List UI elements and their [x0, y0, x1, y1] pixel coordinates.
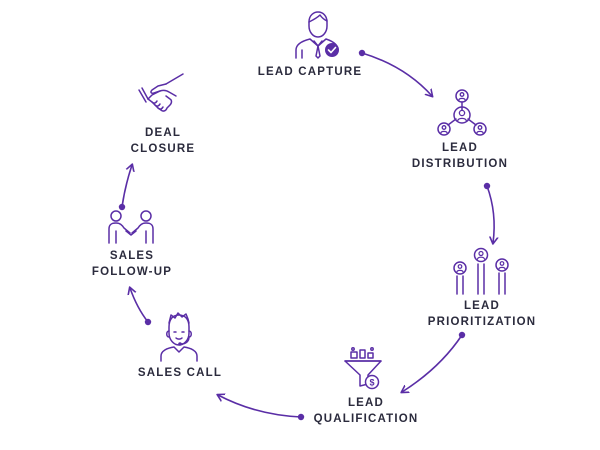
businessman-check-icon: [290, 8, 346, 67]
stage-label-lead-distribution: LEAD DISTRIBUTION: [400, 140, 520, 172]
stage-label-line: LEAD CAPTURE: [257, 66, 363, 78]
arrow-start-dot: [297, 413, 305, 421]
arrow-followup-to-closure: [121, 165, 132, 208]
ranked-people-bars-icon: [448, 246, 514, 301]
stage-label-lead-qualification: LEAD QUALIFICATION: [296, 395, 436, 427]
arrow-prioritization-to-qualification: [402, 334, 463, 392]
stage-label-line: QUALIFICATION: [313, 413, 419, 425]
arrow-start-dot: [458, 331, 466, 339]
handshake-icon: [136, 72, 186, 121]
headset-agent-icon: [157, 309, 201, 368]
stage-label-sales-follow-up: SALES FOLLOW-UP: [72, 248, 192, 280]
stage-label-line: FOLLOW-UP: [91, 266, 173, 278]
stage-label-deal-closure: DEAL CLOSURE: [103, 125, 223, 157]
stage-label-line: DISTRIBUTION: [411, 158, 509, 170]
arrow-start-dot: [358, 49, 366, 57]
stage-label-line: CLOSURE: [130, 143, 196, 155]
stage-label-lead-capture: LEAD CAPTURE: [250, 64, 370, 80]
arrow-salescall-to-followup: [130, 288, 149, 323]
svg-text:$: $: [369, 378, 374, 388]
network-people-icon: [436, 88, 488, 143]
arrow-start-dot: [118, 203, 126, 211]
two-people-meeting-icon: [106, 209, 156, 250]
arrow-start-dot: [144, 318, 152, 326]
arrow-capture-to-distribution: [361, 52, 432, 96]
arrow-distribution-to-prioritization: [486, 185, 494, 243]
arrow-start-dot: [483, 182, 491, 190]
stage-label-line: SALES: [109, 250, 155, 262]
stage-label-lead-prioritization: LEAD PRIORITIZATION: [412, 298, 552, 330]
stage-label-sales-call: SALES CALL: [120, 365, 240, 381]
stage-label-line: LEAD: [441, 142, 479, 154]
stage-label-line: LEAD: [463, 300, 501, 312]
stage-label-line: DEAL: [144, 127, 182, 139]
stage-label-line: PRIORITIZATION: [427, 316, 537, 328]
funnel-dollar-icon: $: [341, 346, 387, 397]
stage-label-line: SALES CALL: [137, 367, 223, 379]
stage-label-line: LEAD: [347, 397, 385, 409]
arrow-qualification-to-salescall: [218, 395, 302, 418]
